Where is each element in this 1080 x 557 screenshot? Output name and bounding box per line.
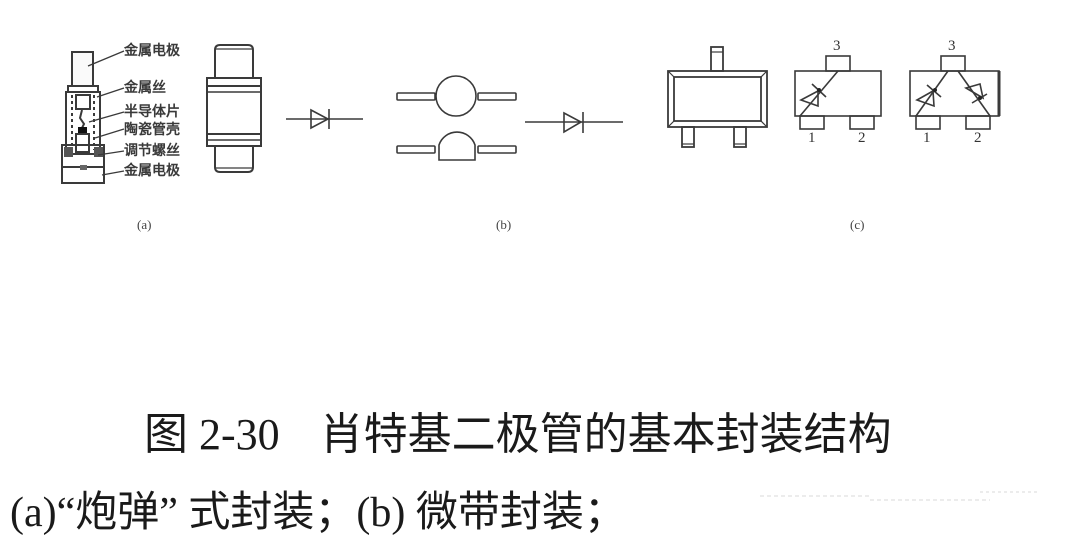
figure-caption-title: 图 2-30 肖特基二极管的基本封装结构 xyxy=(138,398,892,462)
pin-label-2: 2 xyxy=(974,130,982,146)
callout-metal-wire: 金属丝 xyxy=(124,80,166,96)
figure-subcaption: (a)“炮弹” 式封装；(b) 微带封装； xyxy=(10,490,626,536)
callout-semiconductor-chip: 半导体片 xyxy=(124,104,180,120)
callout-metal-electrode-top: 金属电极 xyxy=(124,43,180,59)
bullet-package-external-view xyxy=(206,44,262,173)
microstrip-package-round xyxy=(396,75,517,117)
panel-label-c: (c) xyxy=(850,217,865,232)
sot-dual-diode-schematic xyxy=(909,55,1001,130)
callout-metal-electrode-bottom: 金属电极 xyxy=(124,163,180,179)
pin-label-3: 3 xyxy=(833,38,841,54)
panel-label-b: (b) xyxy=(496,217,512,232)
figure-number: 图 2-30 xyxy=(144,410,280,459)
diode-symbol xyxy=(525,111,623,134)
callout-adjusting-screw: 调节螺丝 xyxy=(124,143,180,159)
faded-text-region xyxy=(760,491,1040,501)
sot-package-outline xyxy=(667,46,768,148)
microstrip-package-half xyxy=(396,131,517,161)
figure-title-text: 肖特基二极管的基本封装结构 xyxy=(319,410,892,459)
pin-label-1: 1 xyxy=(923,130,931,146)
bullet-package-cross-section xyxy=(61,50,125,184)
callout-ceramic-shell: 陶瓷管壳 xyxy=(124,122,180,138)
sot-single-diode-schematic xyxy=(794,55,882,130)
diode-symbol xyxy=(286,108,363,130)
pin-label-3: 3 xyxy=(948,38,956,54)
pin-label-2: 2 xyxy=(858,130,866,146)
panel-label-a: (a) xyxy=(137,217,152,232)
pin-label-1: 1 xyxy=(808,130,816,146)
